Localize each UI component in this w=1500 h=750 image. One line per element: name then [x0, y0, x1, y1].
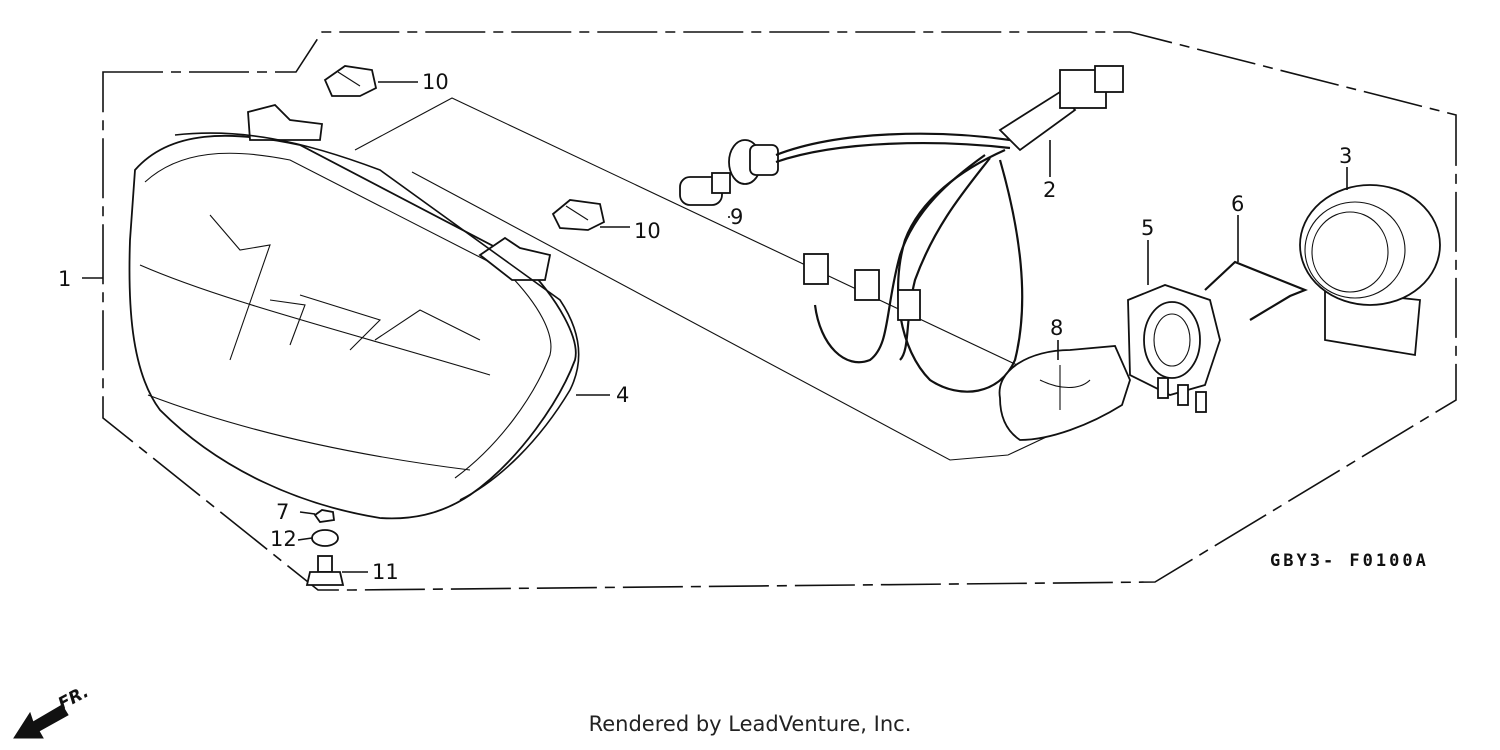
wiring-harness[interactable]: [728, 65, 1124, 393]
front-direction-arrow-icon: [13, 704, 69, 739]
dust-cover[interactable]: [1299, 184, 1441, 357]
callout-10-top: 10: [422, 70, 449, 94]
headlight-lens[interactable]: [128, 103, 577, 520]
callout-12: 12: [270, 527, 297, 551]
clip-middle[interactable]: [551, 199, 606, 231]
render-credit: Rendered by LeadVenture, Inc.: [588, 712, 912, 736]
headlight-bulb[interactable]: [998, 345, 1131, 441]
retaining-spring[interactable]: [1204, 260, 1308, 321]
callout-1: 1: [58, 267, 71, 291]
nut[interactable]: [313, 509, 336, 523]
callout-8: 8: [1050, 316, 1063, 340]
callout-9: 9: [730, 205, 743, 229]
socket-ring[interactable]: [1127, 284, 1221, 413]
assembly-boundary: [102, 31, 1457, 591]
clip-top[interactable]: [323, 65, 378, 97]
callout-5: 5: [1141, 216, 1154, 240]
lens-rim[interactable]: [174, 132, 580, 501]
callout-7: 7: [276, 500, 289, 524]
part-code: GBY3- F0100A: [1270, 551, 1429, 571]
position-bulb[interactable]: [679, 172, 731, 206]
callout-11: 11: [372, 560, 399, 584]
callout-6: 6: [1231, 192, 1244, 216]
callout-2: 2: [1043, 178, 1056, 202]
bolt[interactable]: [305, 555, 345, 586]
callout-3: 3: [1339, 144, 1352, 168]
callout-10-middle: 10: [634, 219, 661, 243]
washer[interactable]: [311, 529, 339, 547]
callout-4: 4: [616, 383, 629, 407]
